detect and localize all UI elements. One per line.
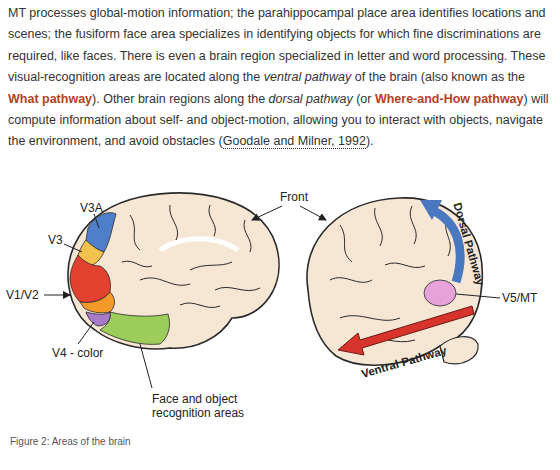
area-label: V3A bbox=[80, 201, 103, 215]
v3-leader bbox=[64, 244, 82, 252]
link-term: What pathway bbox=[8, 92, 92, 106]
figure-caption: Figure 2: Areas of the brain bbox=[10, 436, 131, 447]
v3a-leader bbox=[94, 214, 99, 228]
front-label: Front bbox=[280, 190, 308, 204]
paragraph-text: ). bbox=[366, 134, 374, 148]
area-label: V1/V2 bbox=[6, 288, 39, 302]
paragraph-text: ). bbox=[92, 92, 100, 106]
area-label: V3 bbox=[48, 233, 63, 247]
area-label: V5/MT bbox=[502, 291, 537, 305]
link-term: Where-and-How pathway bbox=[375, 92, 524, 106]
face-object-region bbox=[100, 312, 170, 344]
area-label: V4 - color bbox=[52, 346, 103, 360]
v4-leader bbox=[78, 322, 94, 344]
dorsal-arrow-head bbox=[420, 200, 442, 220]
v1-v2-region bbox=[70, 255, 111, 303]
v5-mt-leader bbox=[456, 294, 500, 298]
front-arrow bbox=[300, 206, 326, 220]
body-paragraph: MT processes global-motion information; … bbox=[8, 3, 556, 153]
ventral-arrow bbox=[338, 306, 474, 355]
italic-term: dorsal pathway bbox=[269, 92, 353, 106]
italic-term: ventral pathway bbox=[264, 70, 352, 84]
citation-link: Goodale and Milner, 1992 bbox=[223, 134, 366, 149]
face-leader bbox=[140, 344, 152, 388]
gyrus-line bbox=[122, 205, 260, 308]
paragraph-text: Other brain regions along the bbox=[103, 92, 265, 106]
front-arrow bbox=[252, 206, 282, 220]
v2-band-region bbox=[80, 292, 115, 313]
area-label: Face and object recognition areas bbox=[152, 392, 260, 420]
left-brain-outline bbox=[68, 193, 279, 349]
paragraph-text: of the brain (also known as the bbox=[355, 70, 525, 84]
paragraph-text: (or bbox=[356, 92, 371, 106]
v5-mt-area bbox=[424, 280, 456, 306]
v1-v2-arrow bbox=[44, 295, 70, 296]
gyrus-line bbox=[160, 239, 238, 250]
